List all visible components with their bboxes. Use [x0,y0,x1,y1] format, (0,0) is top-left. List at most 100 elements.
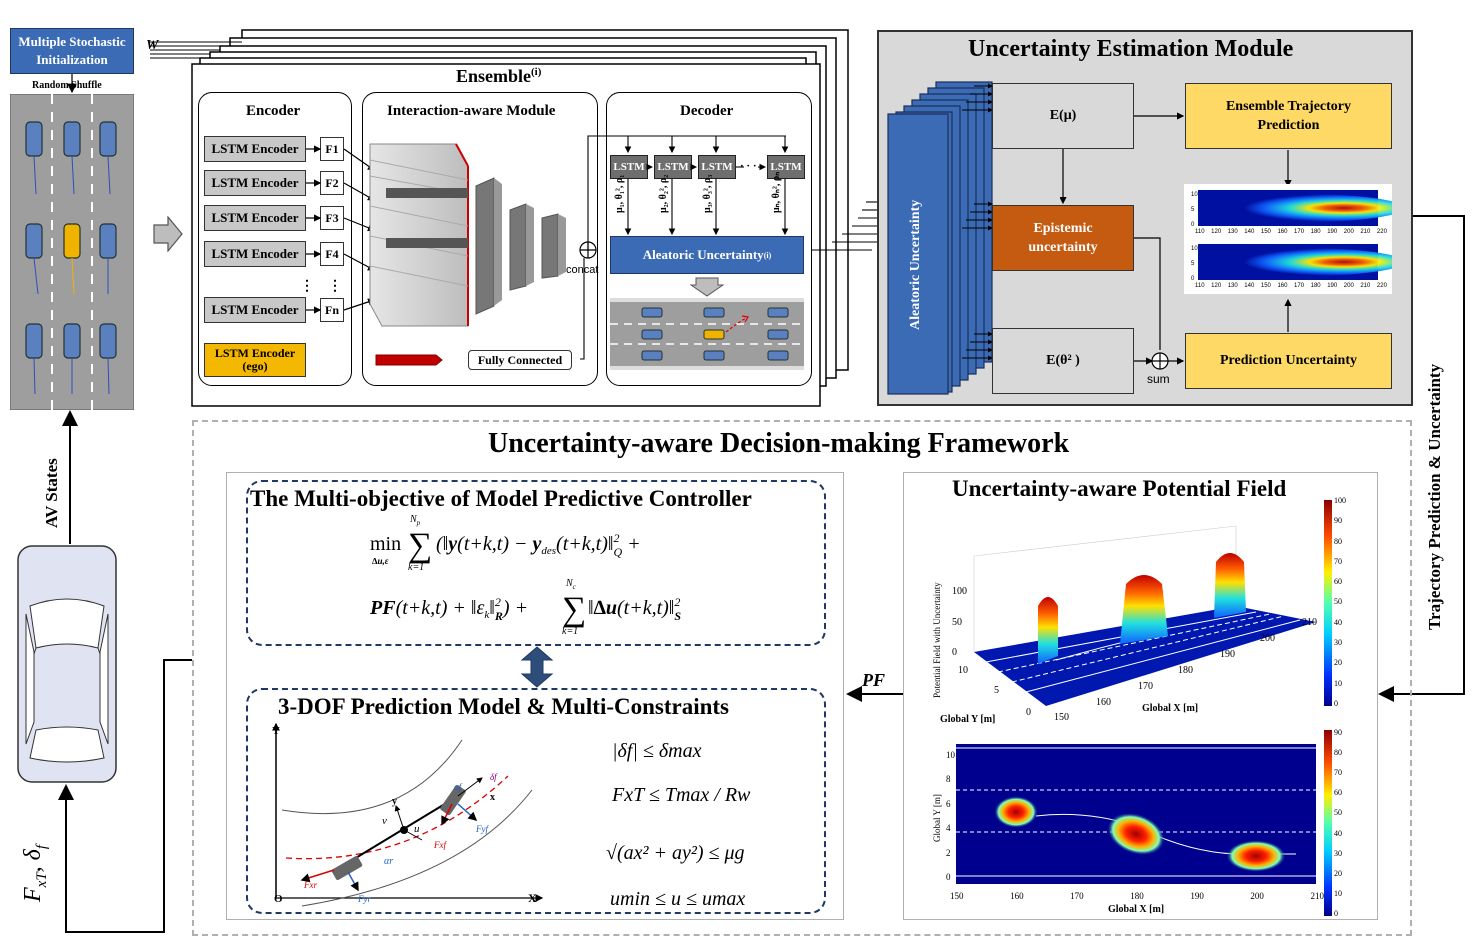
control-f: F [20,887,46,902]
encoder-panel [198,92,352,386]
plot3d-xtick-180: 180 [1178,665,1193,676]
plot3d-xtick-190: 190 [1220,649,1235,660]
heat-tick: 210 [1360,229,1371,235]
plot2d-xtick: 180 [1130,891,1144,901]
cbar-tick: 60 [1334,788,1342,798]
heat-tick: 200 [1343,229,1354,235]
random-shuffle-label: Random Shuffle [32,80,102,91]
ensemble-to-uem-wires [812,201,878,251]
av-states-label: AV States [42,458,61,528]
plot3d-ztick: 100 [952,586,967,597]
constraint-3: √(ax² + ay²) ≤ μg [606,842,745,864]
plot2d-ytick: 4 [946,823,951,834]
cbar-tick: 50 [1334,808,1342,818]
cbar-tick: 20 [1334,658,1342,668]
lstm-encoder-1: LSTM Encoder [204,136,306,162]
plot3d-xtick-170: 170 [1138,681,1153,692]
svg-text:PF(t+k,t) + ‖εk‖2R) +: PF(t+k,t) + ‖εk‖2R) + [369,595,528,623]
cbar-tick: 70 [1334,556,1342,566]
heat-tick: 190 [1327,229,1338,235]
plot3d-ylabel: Global Y [m] [940,714,996,725]
cbar-tick: 0 [1334,698,1338,708]
control-delta-sub: f [33,845,50,850]
pf-label: PF [862,670,886,690]
control-delta: , δ [20,849,46,873]
decoder-lstm-n: LSTM [767,155,805,179]
svg-text:⋮: ⋮ [328,279,342,294]
mpc-outer-panel [226,472,844,920]
stochastic-init-box: Multiple Stochastic Initialization [10,28,134,74]
body-y-label: y [392,796,397,807]
heat-tick: 180 [1310,229,1321,235]
lstm-encoder-n: LSTM Encoder [204,297,306,323]
constraint-4: umin ≤ u ≤ umax [610,888,746,910]
heat-tick: 150 [1260,229,1271,235]
prediction-uncertainty-box: Prediction Uncertainty [1185,333,1392,389]
encoder-title: Encoder [246,103,301,119]
ensemble-title-text: Ensemble [456,66,532,86]
upf-title: Uncertainty-aware Potential Field [952,476,1287,501]
plot3d-xlabel: Global X [m] [1142,703,1199,714]
heat-tick: 150 [1260,283,1271,289]
cbar-tick: 60 [1334,577,1342,587]
decoder-down-arrow-icon [690,277,724,297]
big-right-arrow-icon [153,216,183,252]
constraint-2: FxT ≤ Tmax / Rw [612,784,751,806]
mpc-title: The Multi-objective of Model Predictive … [250,486,752,511]
decoder-panel [606,92,812,386]
feature-fn: Fn [320,298,344,322]
plot2d-ytick: 6 [946,798,951,809]
decoder-lstm-3: LSTM [698,155,736,179]
svg-text:Np: Np [409,514,421,527]
interaction-title: Interaction-aware Module [387,103,556,119]
steer-angle-label: δf [490,772,498,782]
ensemble-title: Ensemble(i) [456,66,541,87]
uem-title: Uncertainty Estimation Module [968,36,1294,62]
mpc-objective-box [246,480,826,646]
uem-heatmaps [1184,184,1392,294]
heat-tick: 210 [1360,283,1371,289]
cbar-tick: 30 [1334,638,1342,648]
concat-label: concat [566,264,599,276]
svg-text:∆u,ε: ∆u,ε [372,556,389,566]
e-theta-box: E(θ² ) [992,328,1134,394]
cbar-tick: 80 [1334,748,1342,758]
uem-wiring [1060,112,1292,370]
cbar-tick: 50 [1334,597,1342,607]
heat-ytick: 5 [1191,261,1195,267]
plot3d-ztick: 0 [952,647,957,658]
lstm-encoder-2: LSTM Encoder [204,170,306,196]
heat-ytick: 0 [1191,276,1195,282]
plot2d-xlabel: Global X [m] [1108,904,1165,915]
model-title: 3-DOF Prediction Model & Multi-Constrain… [278,694,730,719]
ensemble-pred-label: Ensemble Trajectory Prediction [1225,99,1352,133]
rear-slip-label: αr [384,856,393,867]
fully-connected-label: Fully Connected [477,352,563,367]
cbar-tick: 40 [1334,828,1342,838]
svg-text:min: min [370,533,401,555]
heat-tick: 120 [1211,229,1222,235]
heat-tick: 160 [1277,283,1288,289]
control-f-sub: xT [33,872,50,888]
cbar-tick: 80 [1334,536,1342,546]
plot3d-ytick-5: 5 [994,685,999,696]
decoder-lstm-2: LSTM [654,155,692,179]
encoder-arrows: ⋮ ⋮ [300,145,376,314]
plot2d-ytick: 8 [946,774,951,785]
svg-text:‖∆u(t+k,t)‖2S: ‖∆u(t+k,t)‖2S [588,595,681,623]
feature-f1: F1 [320,137,344,161]
cbar-tick: 20 [1334,868,1342,878]
fully-connected-box: Fully Connected [468,350,572,370]
plot3d-xtick-160: 160 [1096,697,1111,708]
plot3d-xtick-200: 200 [1260,633,1275,644]
fxf-label: Fxf [433,840,447,850]
plot2d-xtick: 200 [1250,891,1264,901]
heat-tick: 170 [1294,229,1305,235]
lateral-velocity-label: v [382,815,387,827]
plot2d-ytick: 10 [946,750,955,760]
e-theta-label: E(θ² ) [1046,353,1080,368]
